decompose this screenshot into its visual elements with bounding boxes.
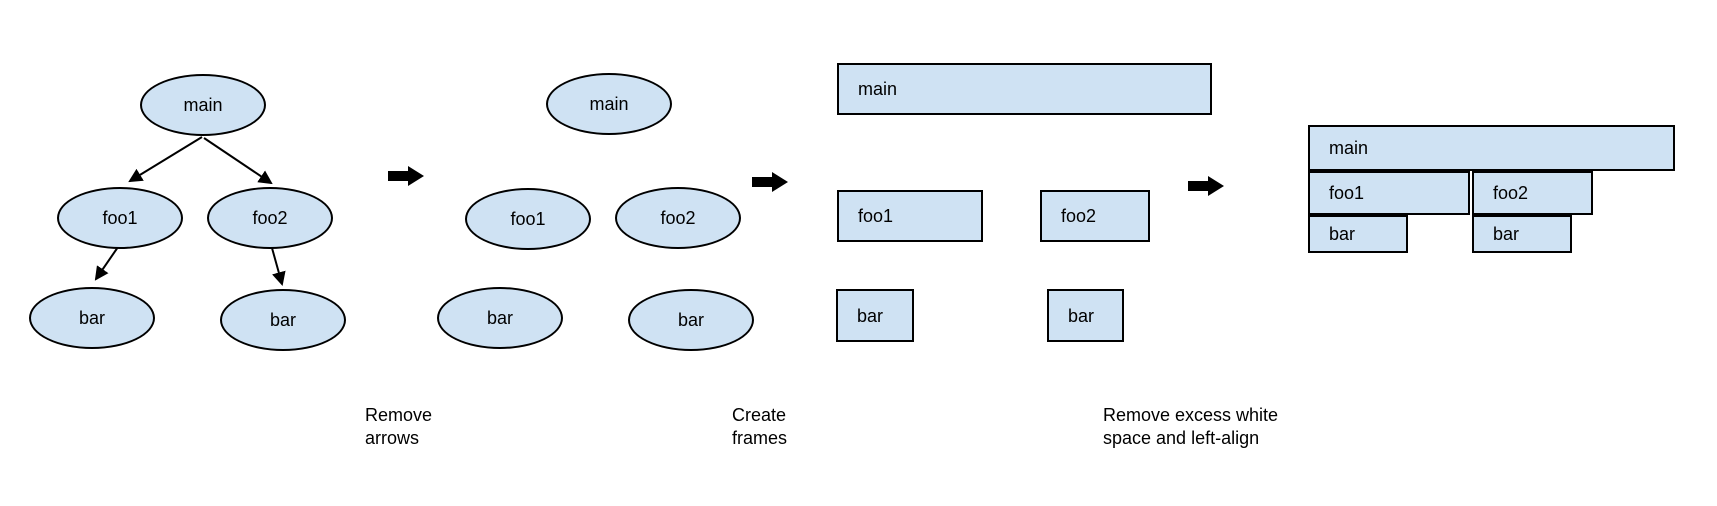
step-arrow-3-icon [1188,176,1224,196]
step3-frame-foo1-label: foo1 [858,206,894,226]
step1-node-main: main [140,74,266,136]
step2-node-main-label: main [589,94,629,114]
step4-flame-foo2: foo2 [1472,171,1593,215]
edge-main-to-foo1 [128,136,203,183]
step3-frame-foo2: foo2 [1040,190,1150,242]
step1-node-bar1: bar [29,287,155,349]
step1-node-foo2-label: foo2 [252,208,288,228]
caption-remove-whitespace-line2: space and left-align [1103,428,1260,448]
step1-node-bar1-label: bar [78,308,105,328]
step1-node-bar2: bar [220,289,346,351]
step4-flame-foo2-label: foo2 [1493,183,1529,203]
step3-frame-foo1: foo1 [837,190,983,242]
step3-frame-bar2-label: bar [1068,305,1095,326]
step2-node-foo2-label: foo2 [660,208,696,228]
step1-node-main-label: main [183,95,223,115]
step1-node-foo1: foo1 [57,187,183,249]
caption-remove-whitespace-line1: Remove excess white [1103,405,1279,425]
step3-frame-foo2-label: foo2 [1061,206,1097,226]
caption-create-frames: Create frames [732,404,787,450]
caption-create-frames-line2: frames [732,428,788,448]
step4-flame-bar2: bar [1472,215,1572,253]
step4-flame-foo1: foo1 [1308,171,1470,215]
caption-remove-arrows: Remove arrows [365,404,432,450]
step3-frame-main-label: main [858,79,898,99]
step2-node-bar1-label: bar [486,308,513,328]
step2-node-foo1-label: foo1 [510,209,546,229]
edge-main-to-foo2 [203,137,273,185]
step4-flame-foo1-label: foo1 [1329,183,1365,203]
step4-flame-main: main [1308,125,1675,171]
step3-frame-bar1: bar [836,289,914,342]
step2-node-foo2: foo2 [615,187,741,249]
caption-remove-arrows-line2: arrows [365,428,420,448]
caption-create-frames-line1: Create [732,405,787,425]
step3-frame-bar1-label: bar [857,305,884,326]
step3-frame-main: main [837,63,1212,115]
step2-node-foo1: foo1 [465,188,591,250]
step3-frame-bar2: bar [1047,289,1124,342]
step2-node-bar1: bar [437,287,563,349]
step2-node-main: main [546,73,672,135]
edge-foo2-to-bar [271,247,286,287]
step1-node-foo2: foo2 [207,187,333,249]
step4-flame-bar2-label: bar [1493,224,1520,244]
step1-node-foo1-label: foo1 [102,208,138,228]
caption-remove-arrows-line1: Remove [365,405,433,425]
step4-flame-bar1: bar [1308,215,1408,253]
step1-node-bar2-label: bar [269,310,296,330]
step4-flame-bar1-label: bar [1329,224,1356,244]
step-arrow-1-icon [388,166,424,186]
step2-node-bar2: bar [628,289,754,351]
step2-node-bar2-label: bar [677,310,704,330]
step-arrow-2-icon [752,172,788,192]
caption-remove-whitespace: Remove excess white space and left-align [1103,404,1278,450]
edge-foo1-to-bar [94,246,119,281]
step4-flame-main-label: main [1329,138,1369,158]
